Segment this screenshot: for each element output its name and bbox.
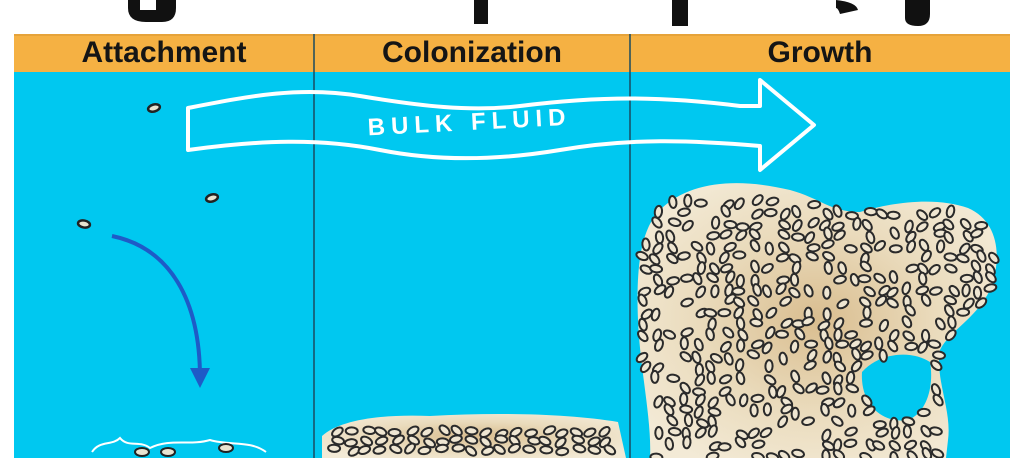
bacterium-cell: [933, 351, 946, 360]
bacterium-cell: [776, 330, 788, 338]
bacterium-cell: [823, 308, 831, 320]
bulk-fluid-arrow: BULK FLUID: [188, 80, 814, 170]
bacterium-cell: [680, 337, 688, 349]
bacterium-cell: [684, 414, 692, 427]
bacterium-cell: [346, 427, 358, 434]
bacterium-cell: [684, 195, 691, 207]
bacterium-cell: [879, 349, 888, 362]
bacterium-cell: [836, 340, 848, 348]
bacterium-cell: [363, 426, 376, 435]
bacterium-cell: [957, 308, 969, 315]
bacterium-cell: [650, 453, 663, 458]
bacterium-cell: [921, 330, 929, 343]
bulk-fluid-label: BULK FLUID: [367, 104, 572, 142]
bacterium-cell: [865, 208, 877, 216]
bacterium-cell: [765, 360, 773, 372]
bacterium-cell: [918, 409, 930, 417]
bacterium-cell: [465, 427, 478, 435]
bacterium-cell: [345, 439, 358, 447]
bacterium-cell: [680, 393, 687, 405]
bacterium-cell: [452, 444, 464, 452]
bacterium-cell: [961, 274, 973, 282]
bacterium-cell: [944, 253, 957, 261]
bacterium-cell: [711, 216, 719, 229]
bacterium-cell: [890, 245, 902, 253]
bacterium-cell: [718, 443, 730, 451]
bacterium-cell: [736, 275, 744, 288]
bacterium-cell: [556, 447, 569, 456]
bacterium-cell: [668, 427, 681, 436]
bacterium-cell: [973, 286, 981, 299]
bacterium-cell: [683, 436, 691, 449]
bacterium-cell: [724, 220, 737, 229]
bacterium-cell: [642, 238, 650, 251]
bacterium-cell: [495, 435, 508, 444]
bacterium-cell: [718, 309, 730, 317]
bacterium-cell: [680, 405, 693, 414]
bacterium-cell: [834, 329, 842, 342]
bacterium-cell: [805, 340, 817, 348]
attachment-arrow: [112, 236, 200, 378]
bacterium-cell: [822, 450, 830, 458]
bacterium-cell: [667, 374, 680, 383]
bacterium-cell: [655, 231, 664, 244]
bacterium-cell: [807, 244, 820, 252]
bacterium-cell: [823, 287, 830, 299]
bacterium-cell: [707, 371, 716, 384]
bacterium-cell: [792, 233, 804, 241]
bacterium-cell: [936, 240, 945, 253]
bacterium-cell: [764, 209, 776, 217]
bacterium-cell: [765, 242, 773, 255]
bacterium-cell: [681, 274, 694, 282]
bacterium-cell: [737, 339, 744, 351]
bacterium-cell: [540, 446, 552, 454]
planktonic-cells: [77, 103, 218, 228]
bacterium-cell: [651, 371, 658, 383]
bacterium-cell: [808, 200, 821, 208]
bacterium-cell: [863, 307, 870, 319]
bacterium-cell: [711, 285, 720, 298]
bacterium-cell: [874, 421, 886, 429]
mature-biofilm: [635, 183, 1000, 458]
bacterium-cell: [858, 275, 870, 283]
bacterium-cell: [848, 404, 856, 416]
bacterium-cell: [695, 200, 707, 207]
bacterium-cell: [750, 404, 758, 416]
bacterium-cell: [435, 444, 448, 453]
bacterium-cell: [903, 425, 911, 437]
bacterium-cell: [905, 342, 918, 350]
bacterium-cell: [887, 211, 899, 219]
bacterium-cell: [874, 337, 882, 350]
attached-cells: [92, 438, 266, 456]
bacterium-cell: [328, 444, 340, 452]
bacterium-cell: [655, 427, 663, 439]
bacterium-cell: [733, 251, 745, 258]
bacterium-cell: [790, 273, 799, 286]
bacterium-cell: [975, 222, 987, 230]
bacterium-cell: [860, 319, 873, 328]
bacterium-cell: [791, 408, 799, 420]
colonization-biofilm: [322, 414, 626, 458]
bacterium-cell: [736, 223, 748, 231]
bacterium-cell: [764, 403, 771, 415]
bacterium-cell: [751, 394, 764, 402]
bacterium-cell: [962, 284, 971, 297]
